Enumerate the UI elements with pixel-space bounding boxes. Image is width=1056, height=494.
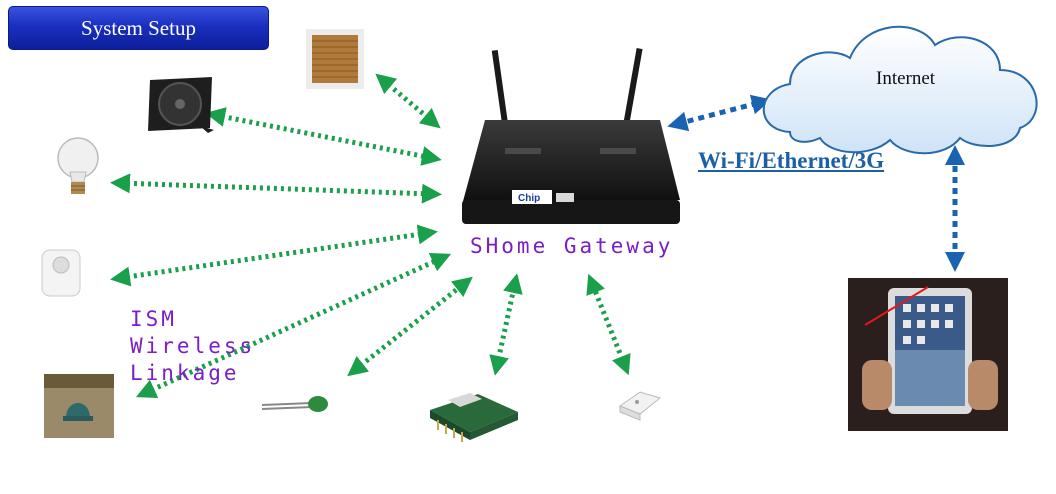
link-bulb bbox=[110, 173, 442, 204]
sensor-chip-icon bbox=[618, 391, 662, 421]
light-bulb-icon bbox=[57, 137, 99, 194]
ism-label-line: ISM bbox=[130, 307, 177, 331]
link-router-internet bbox=[667, 94, 772, 132]
link-motion-sensor bbox=[110, 224, 438, 287]
page-title: System Setup bbox=[8, 6, 269, 50]
router-sticker: Chip bbox=[518, 193, 540, 204]
ism-label: ISM Wireless Linkage bbox=[130, 306, 255, 387]
cloud-label: Internet bbox=[876, 68, 936, 89]
tablet-photo bbox=[848, 278, 1008, 431]
router-icon: Chip bbox=[462, 48, 680, 224]
door-bell-icon bbox=[44, 374, 114, 438]
ism-label-line: Linkage bbox=[130, 361, 240, 385]
link-fan bbox=[205, 107, 442, 166]
link-blind bbox=[375, 73, 441, 129]
link-temp-probe bbox=[347, 276, 473, 377]
ism-label-line: Wireless bbox=[130, 334, 256, 358]
motion-sensor-icon bbox=[41, 249, 81, 297]
fan-icon bbox=[148, 77, 214, 133]
cloud-icon bbox=[762, 25, 1038, 155]
rf-module-icon bbox=[430, 393, 518, 442]
link-rf-module bbox=[489, 273, 523, 376]
network-label: Wi-Fi/Ethernet/3G bbox=[698, 148, 885, 173]
link-sensor-chip bbox=[586, 273, 631, 376]
window-blind-icon bbox=[306, 29, 364, 89]
link-bell bbox=[135, 253, 452, 398]
temperature-probe-icon bbox=[261, 396, 328, 412]
gateway-label: SHome Gateway bbox=[470, 234, 674, 258]
